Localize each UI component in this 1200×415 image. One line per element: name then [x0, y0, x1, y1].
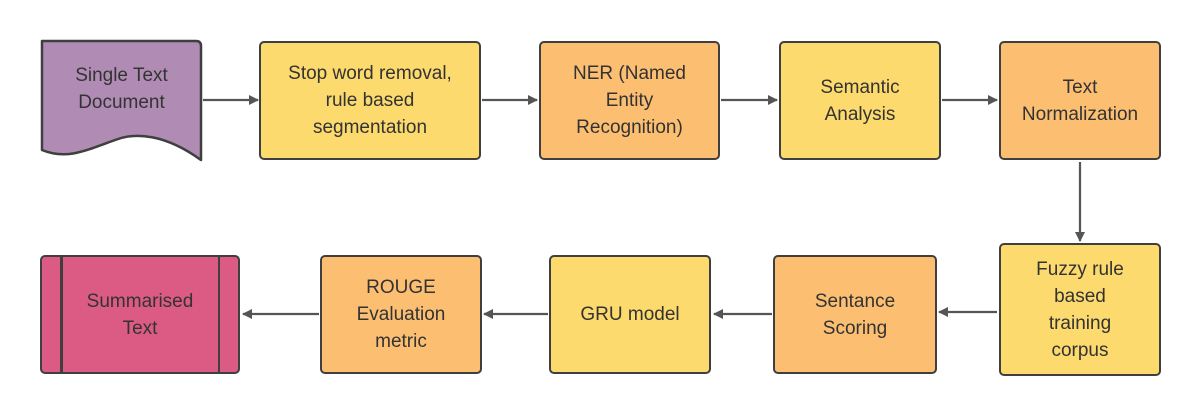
- text-normalization-node[interactable]: Text Normalization: [999, 41, 1161, 160]
- gru-model-label: GRU model: [580, 304, 680, 325]
- ner-node[interactable]: NER (Named Entity Recognition): [539, 41, 720, 160]
- semantic-analysis-node[interactable]: Semantic Analysis: [779, 41, 941, 160]
- rouge-metric-node[interactable]: ROUGE Evaluation metric: [320, 255, 482, 374]
- rouge-metric-label: ROUGE Evaluation metric: [356, 277, 446, 352]
- summarised-text-node[interactable]: Summarised Text: [40, 255, 240, 374]
- preprocessing-node[interactable]: Stop word removal, rule based segmentati…: [259, 41, 481, 160]
- text-normalization-label: Text Normalization: [1021, 76, 1139, 125]
- preprocessing-label: Stop word removal, rule based segmentati…: [288, 63, 452, 138]
- semantic-analysis-label: Semantic Analysis: [820, 76, 900, 125]
- fuzzy-rule-corpus-label: Fuzzy rule based training corpus: [1036, 258, 1124, 361]
- sentence-scoring-node[interactable]: Sentance Scoring: [773, 255, 937, 374]
- sentence-scoring-label: Sentance Scoring: [814, 290, 896, 339]
- ner-label: NER (Named Entity Recognition): [573, 63, 686, 138]
- fuzzy-rule-corpus-node[interactable]: Fuzzy rule based training corpus: [999, 243, 1161, 376]
- gru-model-node[interactable]: GRU model: [549, 255, 711, 374]
- right-divider: [217, 257, 220, 372]
- document-shape: [40, 39, 203, 162]
- summarised-text-label: Summarised Text: [86, 290, 194, 339]
- left-divider: [60, 257, 63, 372]
- single-text-document-label: Single Text Document: [75, 65, 168, 113]
